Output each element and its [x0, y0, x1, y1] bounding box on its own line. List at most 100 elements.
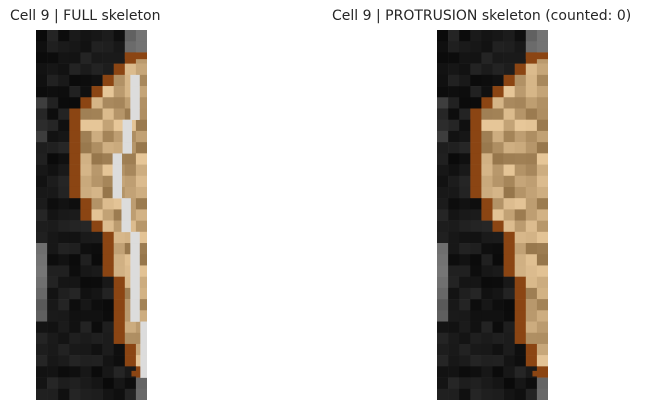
pixel-1-26-5 [492, 321, 504, 334]
pixel-0-17-6 [102, 220, 114, 233]
pixel-1-5-6 [503, 86, 515, 98]
pixel-1-24-4 [481, 299, 493, 311]
pixel-1-20-4 [481, 254, 493, 266]
pixel-0-9-0 [36, 130, 48, 143]
pixel-1-4-5 [492, 74, 504, 87]
pixel-0-3-4 [80, 63, 92, 76]
pixel-0-31-4 [80, 377, 92, 390]
pixel-1-23-4 [481, 287, 493, 300]
pixel-1-32-1 [448, 388, 460, 400]
pixel-0-0-1 [47, 30, 59, 42]
pixel-1-12-6 [503, 164, 515, 177]
pixel-1-23-3 [470, 287, 482, 300]
pixel-1-23-9 [536, 287, 548, 300]
pixel-1-13-3 [470, 175, 482, 188]
pixel-0-5-0 [36, 86, 48, 98]
pixel-0-8-6 [102, 119, 114, 132]
pixel-0-7-0 [36, 108, 48, 120]
pixel-1-6-1 [448, 97, 460, 109]
pixel-0-4-5 [91, 74, 103, 87]
pixel-0-9-1 [47, 130, 59, 143]
pixel-1-18-0 [437, 231, 449, 244]
cell-outline-bottom-0 [131, 370, 147, 377]
pixel-1-22-1 [448, 276, 460, 289]
pixel-1-16-4 [481, 209, 493, 221]
pixel-1-21-6 [503, 265, 515, 277]
pixel-0-17-1 [47, 220, 59, 233]
pixel-0-8-9 [135, 119, 147, 132]
pixel-1-10-2 [459, 142, 471, 154]
pixel-0-26-3 [69, 321, 81, 334]
pixel-1-20-8 [525, 254, 538, 266]
pixel-1-13-1 [448, 175, 460, 188]
pixel-0-21-9 [135, 265, 147, 277]
pixel-1-15-3 [470, 198, 482, 210]
pixel-0-24-2 [58, 299, 70, 311]
skeleton-pixel-30 [140, 366, 147, 378]
pixel-1-4-6 [503, 74, 515, 87]
pixel-0-10-2 [58, 142, 70, 154]
pixel-0-7-4 [80, 108, 92, 120]
pixel-1-19-0 [437, 243, 449, 255]
pixel-0-8-3 [69, 119, 81, 132]
pixel-1-23-5 [492, 287, 504, 300]
pixel-0-28-6 [102, 343, 114, 356]
pixel-0-25-7 [113, 310, 126, 322]
pixel-1-29-3 [470, 355, 482, 367]
pixel-0-16-5 [91, 209, 103, 221]
pixel-1-21-1 [448, 265, 460, 277]
pixel-1-6-4 [481, 97, 493, 109]
pixel-0-17-4 [80, 220, 92, 233]
pixel-0-7-2 [58, 108, 70, 120]
pixel-1-30-6 [503, 366, 515, 378]
skeleton-pixel-11 [112, 153, 123, 165]
pixel-0-25-4 [80, 310, 92, 322]
pixel-0-13-2 [58, 175, 70, 188]
pixel-0-7-3 [69, 108, 81, 120]
pixel-1-15-8 [525, 198, 538, 210]
pixel-0-20-5 [91, 254, 103, 266]
pixel-0-15-9 [135, 198, 147, 210]
pixel-1-7-8 [525, 108, 538, 120]
pixel-1-15-9 [536, 198, 548, 210]
pixel-0-3-3 [69, 63, 81, 76]
pixel-1-1-5 [492, 41, 504, 53]
pixel-1-9-0 [437, 130, 449, 143]
pixel-0-10-1 [47, 142, 59, 154]
pixel-0-16-6 [102, 209, 114, 221]
pixel-1-15-7 [514, 198, 527, 210]
pixel-1-23-2 [459, 287, 471, 300]
pixel-0-13-0 [36, 175, 48, 188]
cell-outline-bottom-1 [532, 370, 548, 377]
pixel-1-28-2 [459, 343, 471, 356]
pixel-1-15-6 [503, 198, 515, 210]
pixel-1-3-3 [470, 63, 482, 76]
skeleton-pixel-19 [130, 243, 140, 255]
pixel-0-20-0 [36, 254, 48, 266]
pixel-0-30-4 [80, 366, 92, 378]
pixel-1-9-4 [481, 130, 493, 143]
skeleton-pixel-18 [130, 231, 140, 244]
pixel-0-9-5 [91, 130, 103, 143]
pixel-1-9-6 [503, 130, 515, 143]
pixel-1-29-2 [459, 355, 471, 367]
pixel-0-19-5 [91, 243, 103, 255]
pixel-0-30-2 [58, 366, 70, 378]
pixel-0-2-1 [47, 52, 59, 64]
pixel-1-16-6 [503, 209, 515, 221]
pixel-0-26-2 [58, 321, 70, 334]
pixel-1-31-7 [514, 377, 527, 390]
pixel-0-19-7 [113, 243, 126, 255]
pixel-1-0-1 [448, 30, 460, 42]
pixel-0-21-4 [80, 265, 92, 277]
pixel-1-0-3 [470, 30, 482, 42]
skeleton-pixel-17 [121, 220, 131, 233]
pixel-0-24-1 [47, 299, 59, 311]
pixel-0-3-0 [36, 63, 48, 76]
pixel-0-1-0 [36, 41, 48, 53]
panel-title-protrusion-skeleton: Cell 9 | PROTRUSION skeleton (counted: 0… [332, 8, 632, 24]
pixel-0-11-5 [91, 153, 103, 165]
pixel-1-14-5 [492, 186, 504, 199]
pixel-0-26-7 [113, 321, 126, 334]
pixel-1-4-8 [525, 74, 538, 87]
